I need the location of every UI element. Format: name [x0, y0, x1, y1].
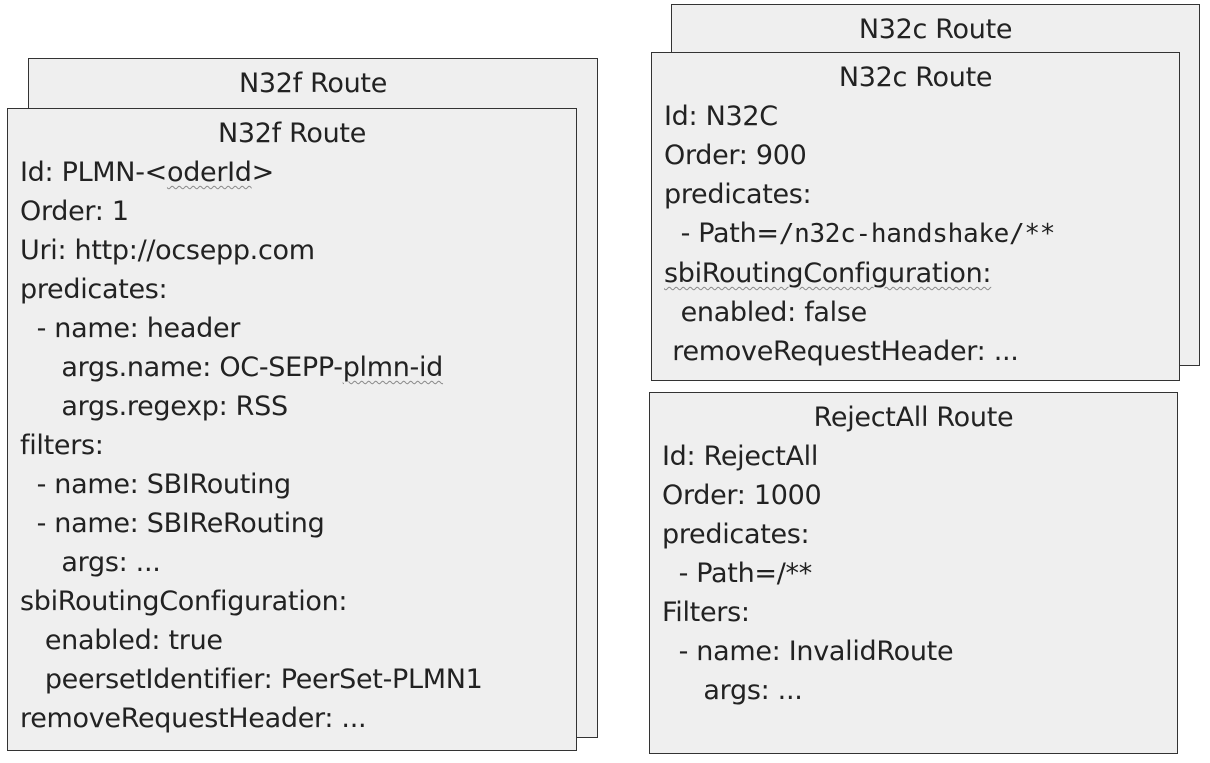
- route-order: Order: 900: [664, 140, 807, 171]
- route-line: predicates:: [20, 274, 168, 305]
- card-title: N32f Route: [217, 118, 367, 149]
- route-line: args: ...: [20, 547, 161, 578]
- route-line: enabled: true: [20, 625, 223, 656]
- route-line: - name: SBIReRouting: [20, 508, 325, 539]
- n32c-route-card: N32c Route Id: N32C Order: 900 predicate…: [651, 52, 1180, 381]
- route-line: Order: 1000: [662, 480, 822, 511]
- route-enabled: enabled: false: [664, 297, 868, 328]
- route-line: Filters:: [662, 597, 750, 628]
- route-line: Order: 1: [20, 196, 129, 227]
- route-id: Id: N32C: [664, 101, 778, 132]
- route-line: Id: RejectAll: [662, 441, 819, 472]
- card-title: N32c Route: [858, 14, 1013, 45]
- route-line: sbiRoutingConfiguration:: [20, 586, 348, 617]
- sbi-config-label: sbiRoutingConfiguration:: [664, 258, 992, 289]
- route-line: peersetIdentifier: PeerSet-PLMN1: [20, 664, 483, 695]
- card-title: N32c Route: [838, 62, 993, 93]
- card-title: RejectAll Route: [813, 402, 1014, 433]
- route-line: filters:: [20, 430, 104, 461]
- route-line: predicates:: [662, 519, 810, 550]
- route-line: - name: InvalidRoute: [662, 636, 954, 667]
- route-line: - Path=/**: [662, 558, 813, 589]
- flagged-word: plmn-id: [342, 352, 444, 383]
- route-line: - name: SBIRouting: [20, 469, 292, 500]
- flagged-word: oderId: [166, 157, 252, 188]
- path-value: /n32c-handshake/**: [778, 219, 1056, 249]
- route-line: Id: PLMN-<oderId>: [20, 157, 274, 188]
- route-line: args: ...: [662, 675, 803, 706]
- route-line: args.name: OC-SEPP-plmn-id: [20, 352, 444, 383]
- route-line: Uri: http://ocsepp.com: [20, 235, 315, 266]
- route-remove-header: removeRequestHeader: ...: [664, 336, 1019, 367]
- route-line: args.regexp: RSS: [20, 391, 288, 422]
- card-title: N32f Route: [238, 68, 388, 99]
- route-line: removeRequestHeader: ...: [20, 703, 367, 734]
- route-predicates: predicates:: [664, 179, 812, 210]
- route-path: - Path=/n32c-handshake/**: [664, 214, 1179, 254]
- route-line: - name: header: [20, 313, 241, 344]
- n32f-route-card: N32f Route Id: PLMN-<oderId> Order: 1 Uri:…: [7, 108, 577, 751]
- path-prefix: - Path=: [664, 218, 779, 249]
- route-sbi-config: sbiRoutingConfiguration:: [664, 254, 1179, 293]
